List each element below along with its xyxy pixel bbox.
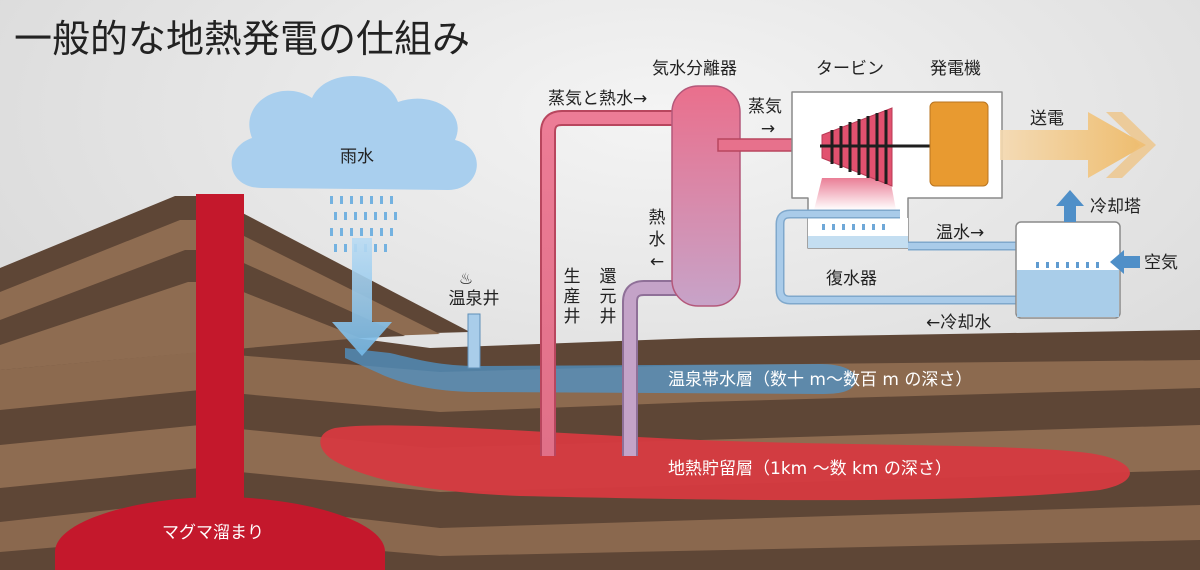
geothermal-reservoir	[320, 425, 1130, 501]
separator-label: 気水分離器	[652, 59, 737, 79]
hot-water-label-1: 熱	[649, 208, 666, 228]
steam-label: 蒸気	[748, 97, 782, 117]
turbine-icon	[820, 107, 930, 187]
rain-cloud-icon	[231, 75, 477, 252]
transmission-arrow-icon	[1000, 112, 1146, 178]
magma-system	[55, 194, 385, 570]
warm-water-label: 温水→	[936, 223, 984, 243]
air-label: 空気	[1144, 253, 1178, 273]
reinjection-well-label-1: 還	[600, 267, 617, 287]
aquifer-label: 温泉帯水層（数十 m〜数百 m の深さ）	[668, 370, 972, 390]
condenser-label: 復水器	[826, 269, 877, 289]
exhaust-arrow-icon	[1056, 190, 1084, 222]
production-well-label-2: 産	[564, 287, 581, 307]
magma-chamber-label: マグマ溜まり	[162, 523, 264, 543]
hot-spring-well-label: 温泉井	[449, 289, 500, 309]
cooling-tower	[1015, 221, 1121, 319]
hot-spring-symbol-icon: ♨	[459, 269, 473, 288]
rain-label: 雨水	[340, 147, 374, 167]
page-title: 一般的な地熱発電の仕組み	[14, 17, 470, 61]
condenser-spray-icon	[822, 224, 885, 230]
transmission-label: 送電	[1030, 109, 1064, 129]
separator	[671, 85, 741, 307]
steam-hot-water-label: 蒸気と熱水→	[548, 89, 647, 109]
hot-spring-well	[467, 313, 481, 369]
transmission-arrow-tip-icon	[1106, 112, 1156, 178]
production-well-pipe	[540, 110, 680, 456]
hot-spring-aquifer	[345, 348, 856, 394]
reservoir-label: 地熱貯留層（1km 〜数 km の深さ）	[668, 459, 952, 479]
steam-arrow-label: →	[761, 119, 775, 139]
magma-conduit	[196, 194, 244, 534]
cooling-water-loop	[775, 209, 1022, 305]
turbine-label: タービン	[816, 59, 884, 79]
air-intake-arrow-icon	[1110, 250, 1140, 274]
generator-label: 発電機	[930, 59, 981, 79]
hot-water-label-3: ←	[650, 252, 664, 272]
infiltration-arrow-icon	[332, 238, 392, 356]
reinjection-well-label-3: 井	[600, 307, 617, 327]
reinjection-well-pipe	[622, 280, 680, 456]
cooling-tower-label: 冷却塔	[1090, 197, 1141, 217]
production-well-label-3: 井	[564, 307, 581, 327]
generator-icon	[929, 101, 989, 187]
hot-water-label-2: 水	[649, 230, 666, 250]
magma-chamber	[55, 497, 385, 570]
reinjection-well-label-2: 元	[600, 287, 617, 307]
production-well-label-1: 生	[564, 267, 581, 287]
cooling-water-label: ←冷却水	[926, 313, 991, 333]
